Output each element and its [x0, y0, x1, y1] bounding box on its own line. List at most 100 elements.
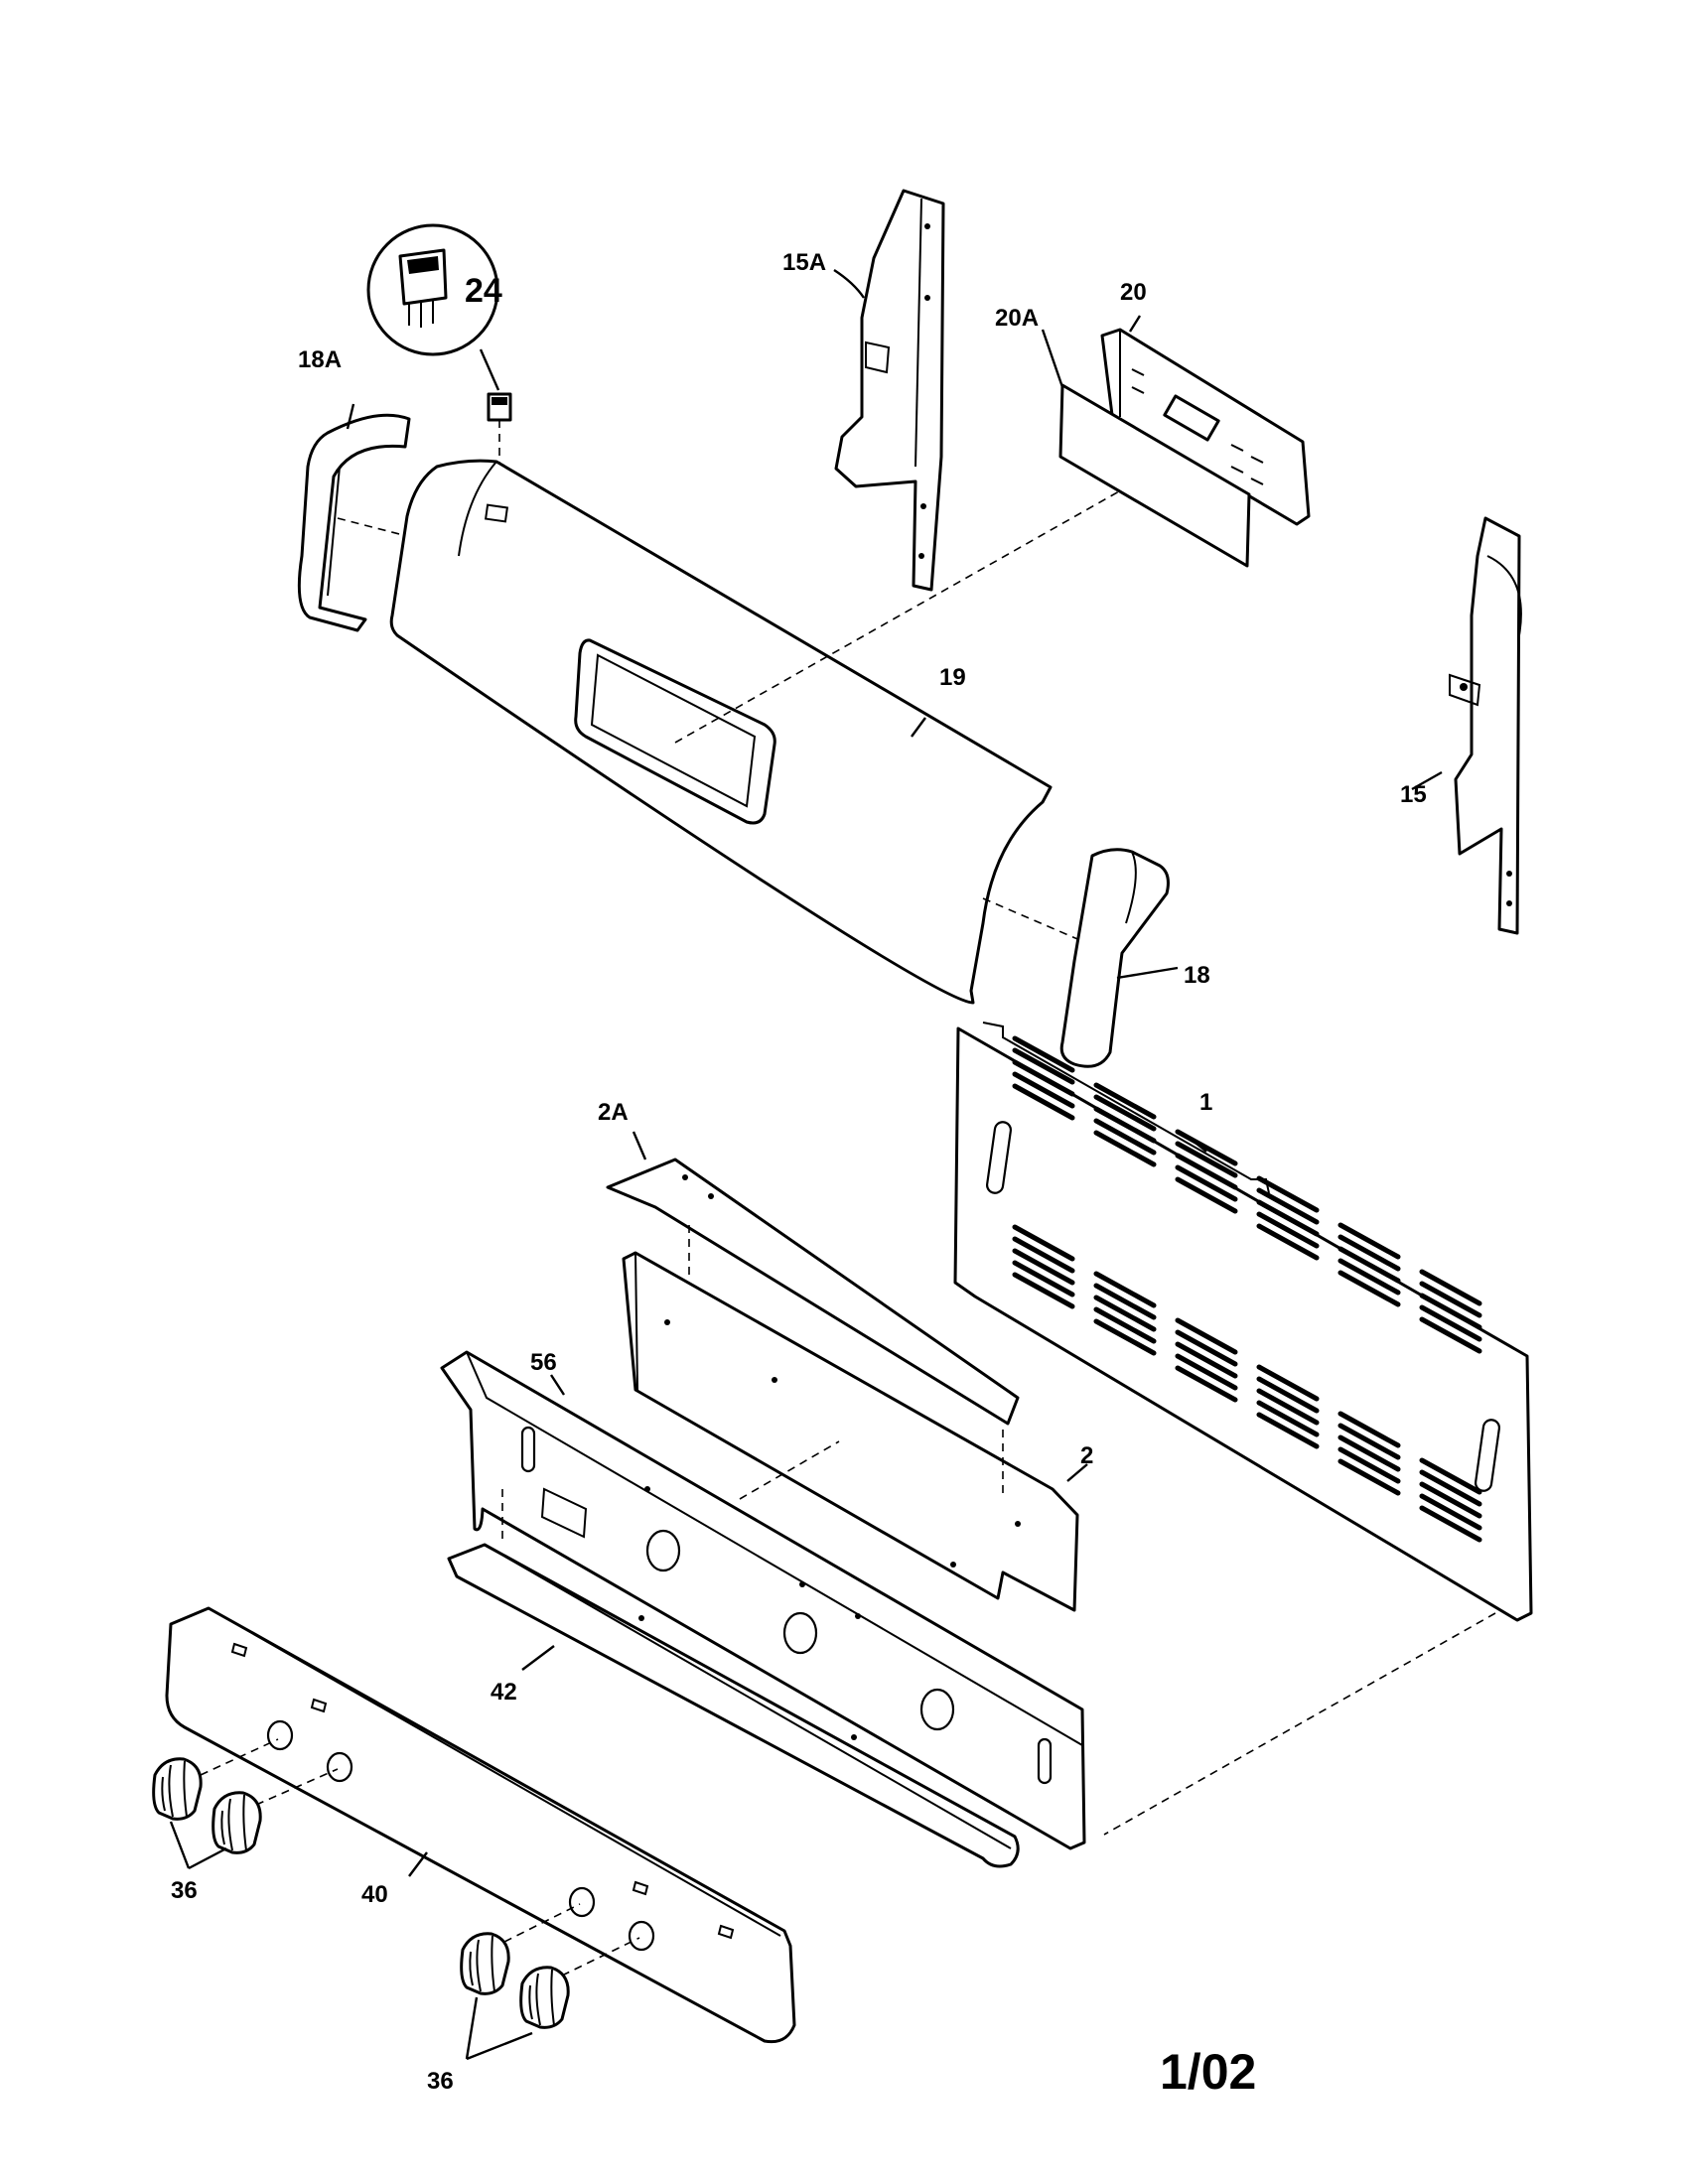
leader-19: [911, 717, 926, 738]
knob-1: [152, 1757, 203, 1821]
vent-slot: [1093, 1130, 1157, 1167]
callout-56: 56: [530, 1349, 557, 1376]
vent-slot: [1256, 1400, 1320, 1437]
callout-18a: 18A: [298, 346, 342, 373]
vent-slot: [1337, 1270, 1401, 1307]
vent-slot: [1337, 1222, 1401, 1260]
vent-slot: [1012, 1236, 1075, 1274]
switch-terminals-large: [408, 301, 434, 328]
vent-slot: [1337, 1434, 1401, 1472]
callout-24: 24: [465, 272, 502, 310]
part-2-mounting-plate: [622, 1251, 1088, 1612]
part-2a-trim-strip: [606, 1131, 1020, 1426]
callout-18: 18: [1184, 962, 1210, 989]
vent-slot: [1175, 1353, 1238, 1391]
callout-15a: 15A: [782, 249, 826, 276]
display-window: [574, 638, 776, 825]
vent-slot: [1256, 1187, 1320, 1225]
vent-slot: [1419, 1469, 1482, 1507]
callout-20: 20: [1120, 279, 1147, 306]
leader-15: [1411, 770, 1443, 791]
vent-slot: [1256, 1364, 1320, 1402]
callout-40: 40: [361, 1881, 388, 1908]
vent-slot: [1012, 1272, 1075, 1309]
part-20a-overlay: [1041, 329, 1251, 568]
part-42-lower-trim: [447, 1543, 1020, 1868]
part-19-control-panel: [389, 459, 1143, 1005]
callout-1: 1: [1199, 1089, 1212, 1116]
callout-2: 2: [1080, 1442, 1093, 1469]
part-18-right-endcap: [1059, 848, 1179, 1068]
leader-20: [1128, 315, 1142, 333]
switch-rocker-large: [407, 256, 439, 274]
vent-slot: [1419, 1293, 1482, 1330]
leader-2a: [632, 1131, 647, 1160]
callout-36-left: 36: [171, 1877, 198, 1904]
vent-slot: [1093, 1106, 1157, 1144]
vent-slot: [1012, 1035, 1075, 1073]
revision-code: 1/02: [1160, 2044, 1257, 2100]
vent-slot: [1337, 1446, 1401, 1484]
vent-slot: [1175, 1341, 1238, 1379]
display-digits: [1163, 394, 1220, 442]
callout-labels: 1 2 2A 15 15A 18 18A 19 20 20A 24 36 36 …: [171, 249, 1427, 2095]
leader-15a: [833, 268, 865, 299]
leader-42: [521, 1645, 555, 1671]
part-24-rocker-switch: [366, 223, 512, 508]
leader-40: [408, 1851, 428, 1877]
callout-20a: 20A: [995, 305, 1039, 332]
vent-slot: [1337, 1258, 1401, 1296]
vent-slot: [1093, 1283, 1157, 1320]
vent-slot: [1012, 1083, 1075, 1121]
part-36-knobs: [152, 1757, 570, 2061]
part-1-rear-panel: [953, 1022, 1533, 1836]
vent-slot: [1012, 1224, 1075, 1262]
vent-slot: [1012, 1059, 1075, 1097]
vent-slot: [1337, 1246, 1401, 1284]
switch-leader: [479, 348, 500, 391]
vent-slot: [1256, 1199, 1320, 1237]
vent-slot: [1175, 1164, 1238, 1202]
vent-slot: [1256, 1223, 1320, 1261]
vent-slot: [1337, 1234, 1401, 1272]
callout-19: 19: [939, 664, 966, 691]
vent-slot: [1175, 1329, 1238, 1367]
vent-slot: [1256, 1211, 1320, 1249]
leader-36b: [465, 1996, 533, 2061]
vent-slot: [1419, 1316, 1482, 1354]
vent-slot: [1175, 1153, 1238, 1190]
vent-slot: [1093, 1118, 1157, 1156]
part-20-electronic-control: [1100, 315, 1311, 526]
vent-slot: [1093, 1082, 1157, 1120]
vent-slot: [1175, 1141, 1238, 1178]
part-15a-left-bracket: [833, 189, 945, 592]
vent-slot: [1093, 1094, 1157, 1132]
vent-slot: [1175, 1176, 1238, 1214]
vent-slot: [1093, 1271, 1157, 1308]
callout-36-right: 36: [427, 2068, 454, 2095]
vent-slot: [1337, 1423, 1401, 1460]
part-40-front-panel: [165, 1606, 796, 2044]
vent-slot: [1337, 1458, 1401, 1496]
vent-slot: [1256, 1175, 1320, 1213]
vent-slot: [1419, 1505, 1482, 1543]
vent-slot: [1419, 1304, 1482, 1342]
leader-36a: [169, 1821, 227, 1870]
callout-15: 15: [1400, 781, 1427, 808]
vent-slot: [1012, 1071, 1075, 1109]
vent-slot: [1175, 1129, 1238, 1166]
vent-slot: [1093, 1295, 1157, 1332]
vent-slot: [1012, 1260, 1075, 1297]
knob-4: [519, 1966, 570, 2029]
part-18a-left-endcap: [297, 403, 411, 632]
vent-slot: [1419, 1481, 1482, 1519]
leader-20a: [1041, 329, 1064, 388]
leader-56: [549, 1374, 566, 1396]
part-56-panel-frame: [440, 1350, 1086, 1850]
knob-2: [211, 1791, 262, 1854]
callout-42: 42: [491, 1679, 517, 1706]
vent-slot: [1419, 1281, 1482, 1318]
leader-2: [1066, 1463, 1088, 1482]
vent-slot: [1012, 1047, 1075, 1085]
